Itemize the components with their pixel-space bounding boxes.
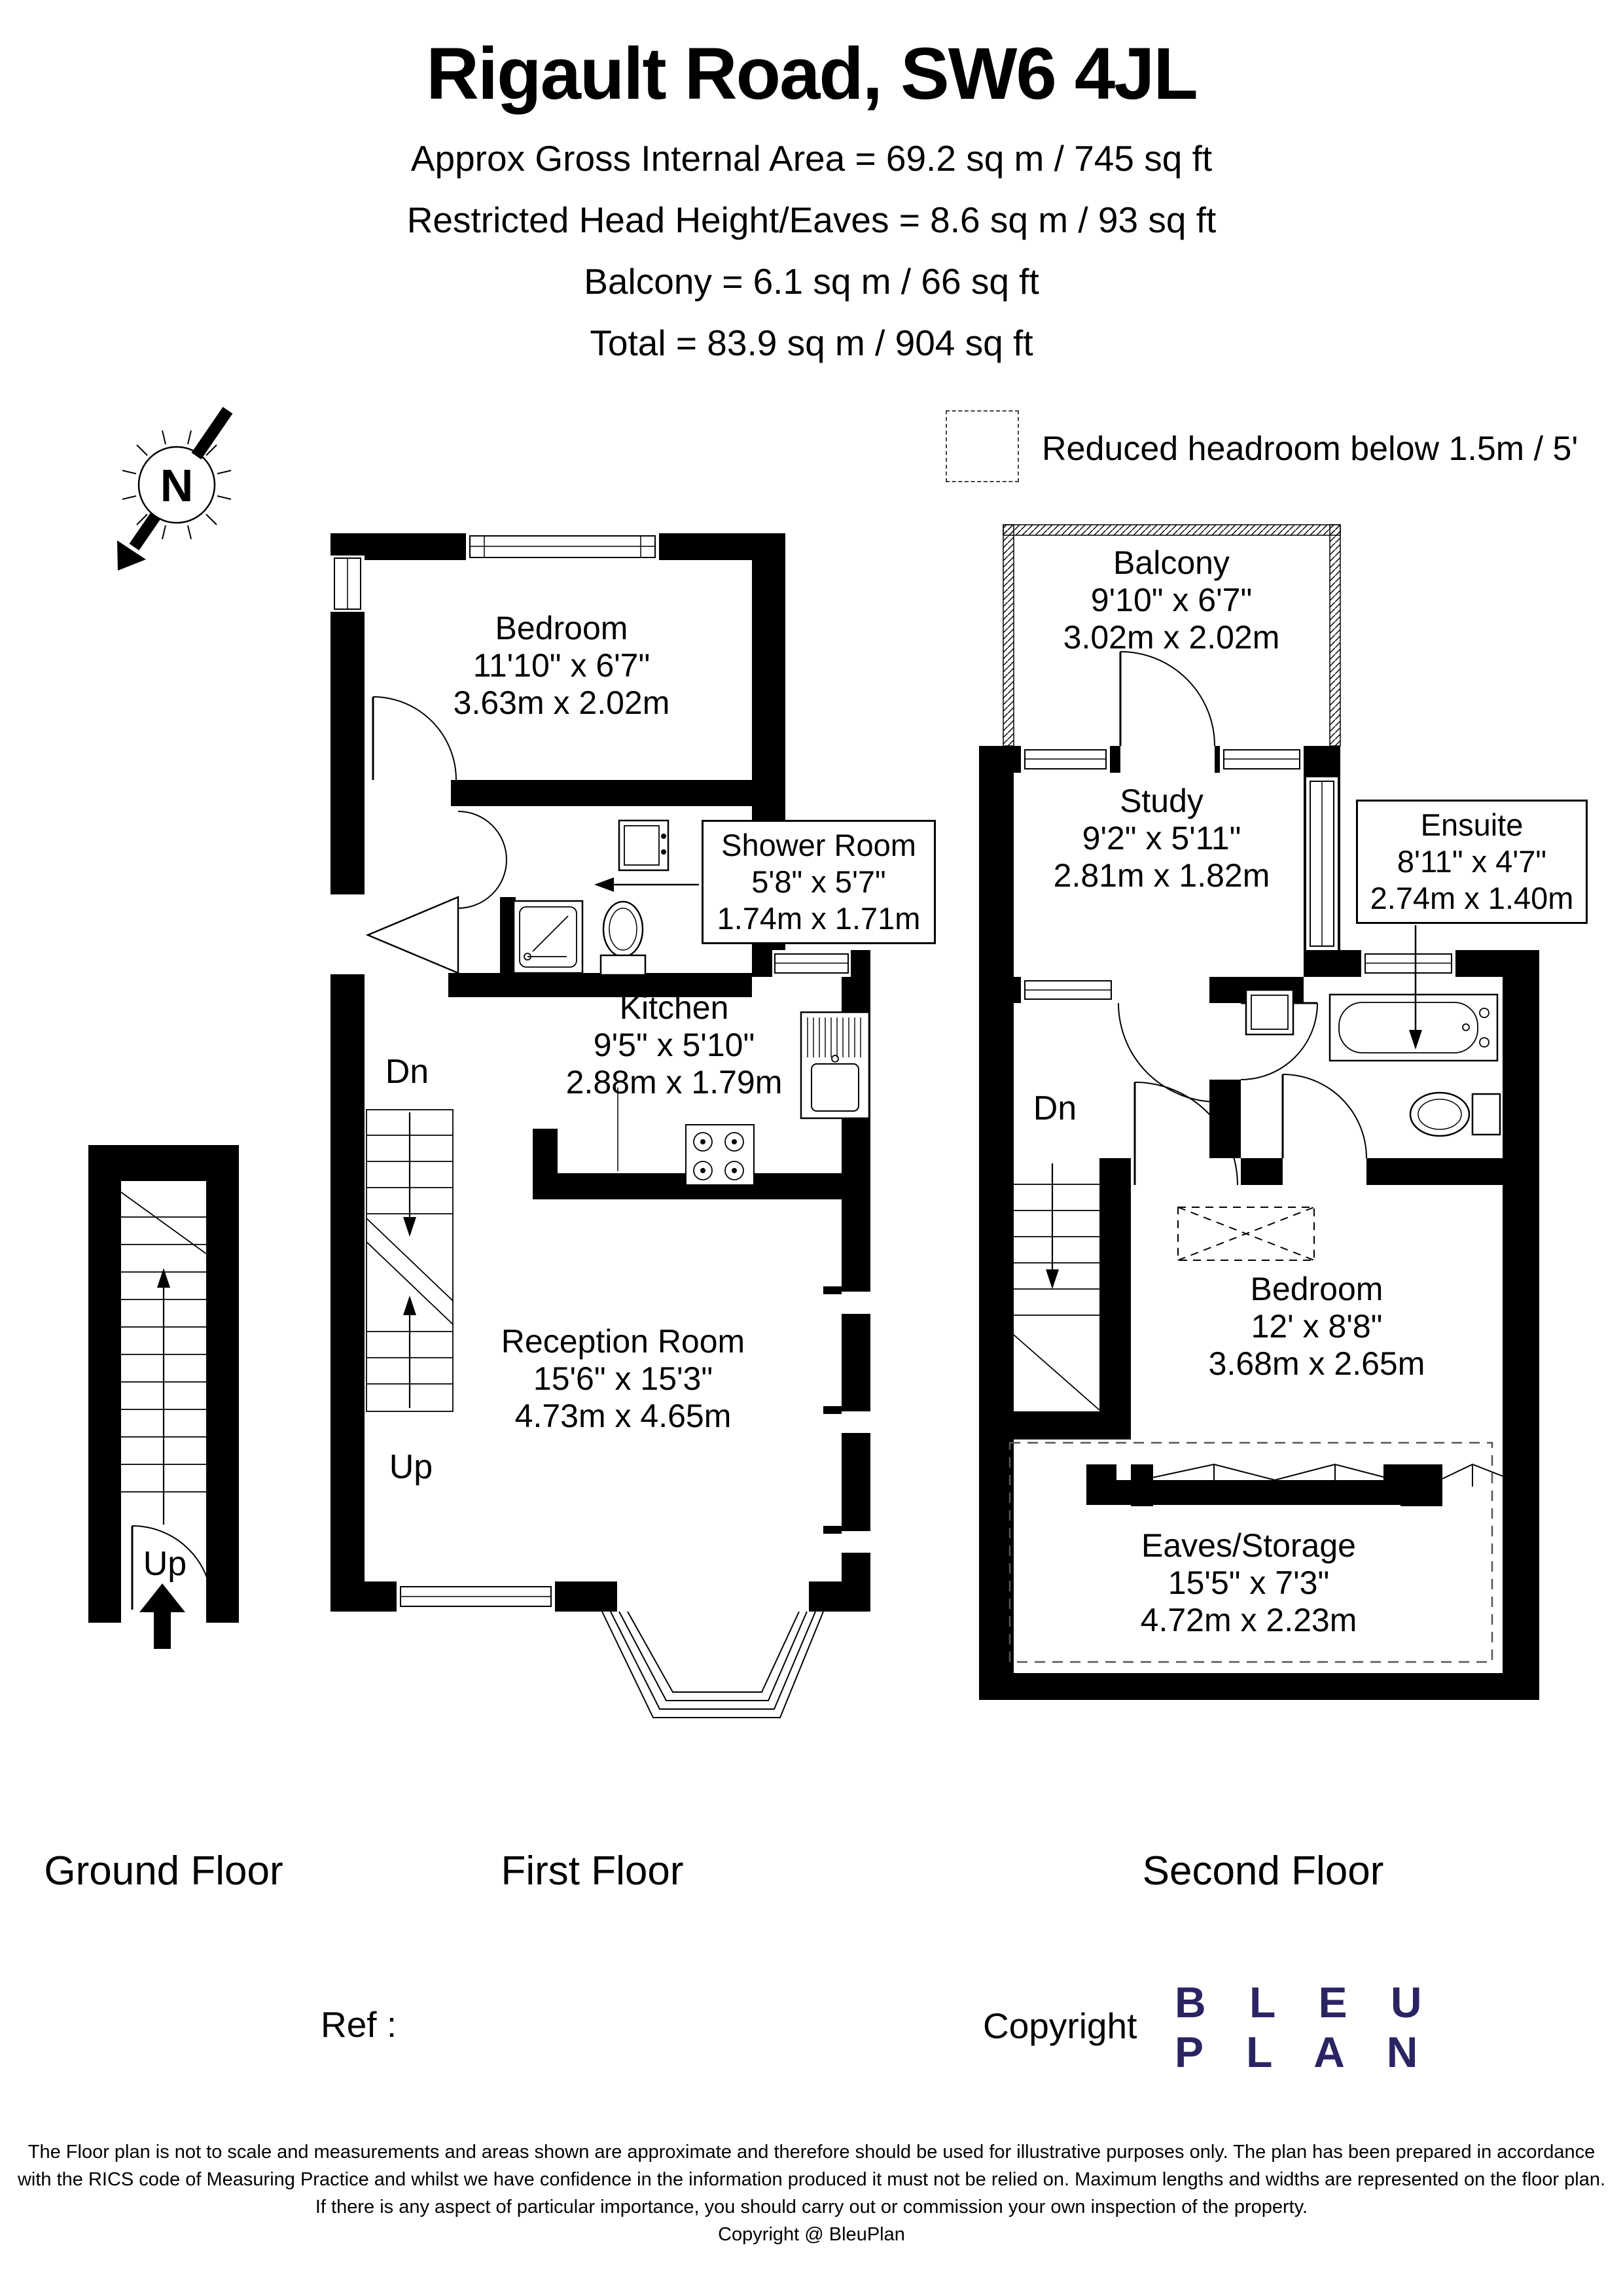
room-label-kitchen: Kitchen 9'5" x 5'10" 2.88m x 1.79m xyxy=(565,989,783,1101)
gross-internal-area: Approx Gross Internal Area = 69.2 sq m /… xyxy=(410,138,1213,179)
room-label-shower-room: Shower Room 5'8" x 5'7" 1.74m x 1.71m xyxy=(702,820,936,944)
hob-icon xyxy=(685,1124,755,1186)
eaves-line-icon xyxy=(1152,1463,1503,1487)
reduced-headroom-outline xyxy=(1008,1441,1493,1663)
room-label-bedroom-ff: Bedroom 11'10" x 6'7" 3.63m x 2.02m xyxy=(453,610,670,721)
disclaimer: The Floor plan is not to scale and measu… xyxy=(17,2142,1606,2245)
window-icon xyxy=(466,531,659,563)
front-door-icon xyxy=(365,896,459,974)
compass-north-label: N xyxy=(160,460,194,511)
bathtub-icon xyxy=(1329,993,1499,1062)
copyright-label: Copyright xyxy=(983,2005,1137,2046)
window-icon xyxy=(1021,977,1115,1003)
window-icon xyxy=(330,556,365,612)
window-icon xyxy=(772,950,851,977)
entrance-arrow-icon xyxy=(139,1583,185,1649)
stairs-down-label-ff: Dn xyxy=(385,1053,429,1091)
caption-ground-floor: Ground Floor xyxy=(44,1848,283,1894)
window-icon xyxy=(823,1406,870,1433)
stairs-down-label-sf: Dn xyxy=(1033,1089,1077,1127)
total-area: Total = 83.9 sq m / 904 sq ft xyxy=(590,323,1033,363)
room-label-study: Study 9'2" x 5'11" 2.81m x 1.82m xyxy=(1053,783,1270,894)
window-icon xyxy=(1220,746,1304,773)
sink-icon xyxy=(618,819,669,872)
staircase xyxy=(1013,1184,1100,1411)
bleuplan-logo: B L E U P L A N xyxy=(1175,1978,1438,2076)
restricted-head-height: Restricted Head Height/Eaves = 8.6 sq m … xyxy=(406,200,1217,240)
reduced-headroom-swatch xyxy=(946,410,1019,482)
ground-floor-plan xyxy=(88,1145,239,1649)
window-icon xyxy=(1306,777,1338,950)
stairs-up-label-gf: Up xyxy=(143,1545,187,1583)
window-icon xyxy=(1361,950,1455,977)
window-icon xyxy=(1021,746,1110,773)
room-label-ensuite: Ensuite 8'11" x 4'7" 2.74m x 1.40m xyxy=(1356,800,1588,924)
reduced-headroom-legend: Reduced headroom below 1.5m / 5' xyxy=(1042,430,1578,468)
toilet-icon xyxy=(1409,1091,1501,1137)
bay-window-icon xyxy=(601,1611,824,1718)
north-compass-icon xyxy=(117,406,233,571)
kitchen-sink-icon xyxy=(800,1011,870,1120)
page-title: Rigault Road, SW6 4JL xyxy=(426,33,1198,115)
room-label-balcony: Balcony 9'10" x 6'7" 3.02m x 2.02m xyxy=(1063,544,1280,656)
window-icon xyxy=(823,1286,870,1314)
window-icon xyxy=(823,1526,870,1553)
room-label-eaves-storage: Eaves/Storage 15'5" x 7'3" 4.72m x 2.23m xyxy=(1140,1527,1357,1638)
balcony-area: Balcony = 6.1 sq m / 66 sq ft xyxy=(584,261,1039,302)
room-label-reception: Reception Room 15'6" x 15'3" 4.73m x 4.6… xyxy=(501,1323,745,1434)
sink-icon xyxy=(1245,983,1294,1036)
caption-first-floor: First Floor xyxy=(501,1848,684,1894)
room-label-bedroom-sf: Bedroom 12' x 8'8" 3.68m x 2.65m xyxy=(1208,1271,1425,1382)
window-icon xyxy=(397,1581,555,1612)
shower-icon xyxy=(512,900,584,974)
second-floor-plan xyxy=(979,524,1539,1700)
caption-second-floor: Second Floor xyxy=(1142,1848,1384,1894)
toilet-icon xyxy=(599,900,647,976)
first-floor-plan xyxy=(330,531,870,1718)
stairs-up-label-ff: Up xyxy=(389,1448,433,1486)
ref-label: Ref : xyxy=(321,2004,397,2045)
rooflight-icon xyxy=(1177,1207,1315,1261)
